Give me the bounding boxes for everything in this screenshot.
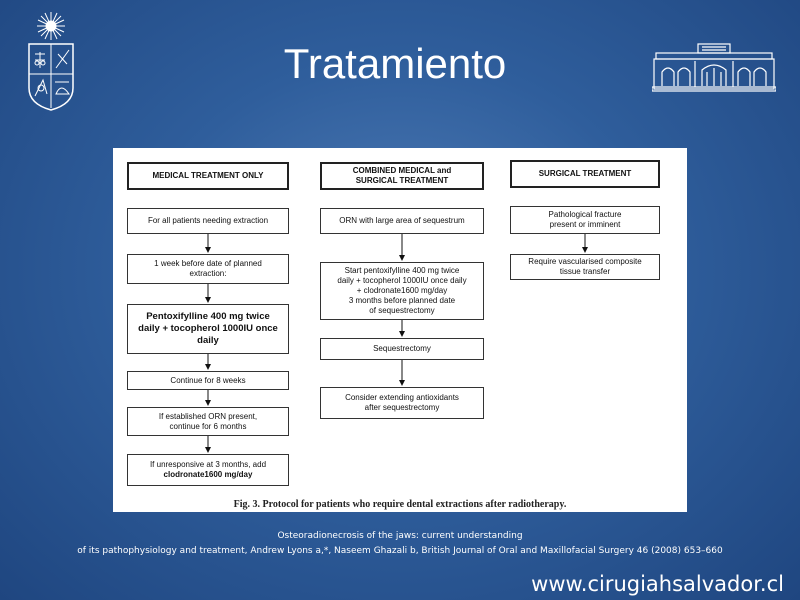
step-unresponsive: If unresponsive at 3 months, add clodron… xyxy=(127,454,289,486)
step-pathological-fracture: Pathological fracture present or imminen… xyxy=(510,206,660,234)
figure-caption: Fig. 3. Protocol for patients who requir… xyxy=(233,499,567,510)
step-one-week-before: 1 week before date of planned extraction… xyxy=(127,254,289,284)
university-crest-icon xyxy=(28,12,74,111)
column-title-combined: COMBINED MEDICAL and SURGICAL TREATMENT xyxy=(320,162,484,190)
step-all-patients: For all patients needing extraction xyxy=(127,208,289,234)
reference-line-2: of its pathophysiology and treatment, An… xyxy=(77,546,723,556)
step-vascularised-transfer: Require vascularised composite tissue tr… xyxy=(510,254,660,280)
step-unresponsive-line2: clodronate1600 mg/day xyxy=(163,470,253,479)
reference-line-1: Osteoradionecrosis of the jaws: current … xyxy=(277,531,523,541)
protocol-figure: MEDICAL TREATMENT ONLY For all patients … xyxy=(113,148,687,512)
step-sequestrectomy: Sequestrectomy xyxy=(320,338,484,360)
step-pentoxifylline: Pentoxifylline 400 mg twice daily + toco… xyxy=(127,304,289,354)
step-start-pentoxifylline: Start pentoxifylline 400 mg twice daily … xyxy=(320,262,484,320)
website-url[interactable]: www.cirugiahsalvador.cl xyxy=(531,572,784,596)
step-extend-antioxidants: Consider extending antioxidants after se… xyxy=(320,387,484,419)
column-title-medical: MEDICAL TREATMENT ONLY xyxy=(127,162,289,190)
step-established-orn: If established ORN present, continue for… xyxy=(127,407,289,436)
hospital-building-logo-icon xyxy=(652,43,776,92)
column-title-surgical: SURGICAL TREATMENT xyxy=(510,160,660,188)
slide-title: Tratamiento xyxy=(283,40,507,87)
flowchart-arrows xyxy=(205,234,588,453)
step-continue-8-weeks: Continue for 8 weeks xyxy=(127,371,289,390)
step-unresponsive-line1: If unresponsive at 3 months, add xyxy=(149,460,267,469)
step-orn-sequestrum: ORN with large area of sequestrum xyxy=(320,208,484,234)
